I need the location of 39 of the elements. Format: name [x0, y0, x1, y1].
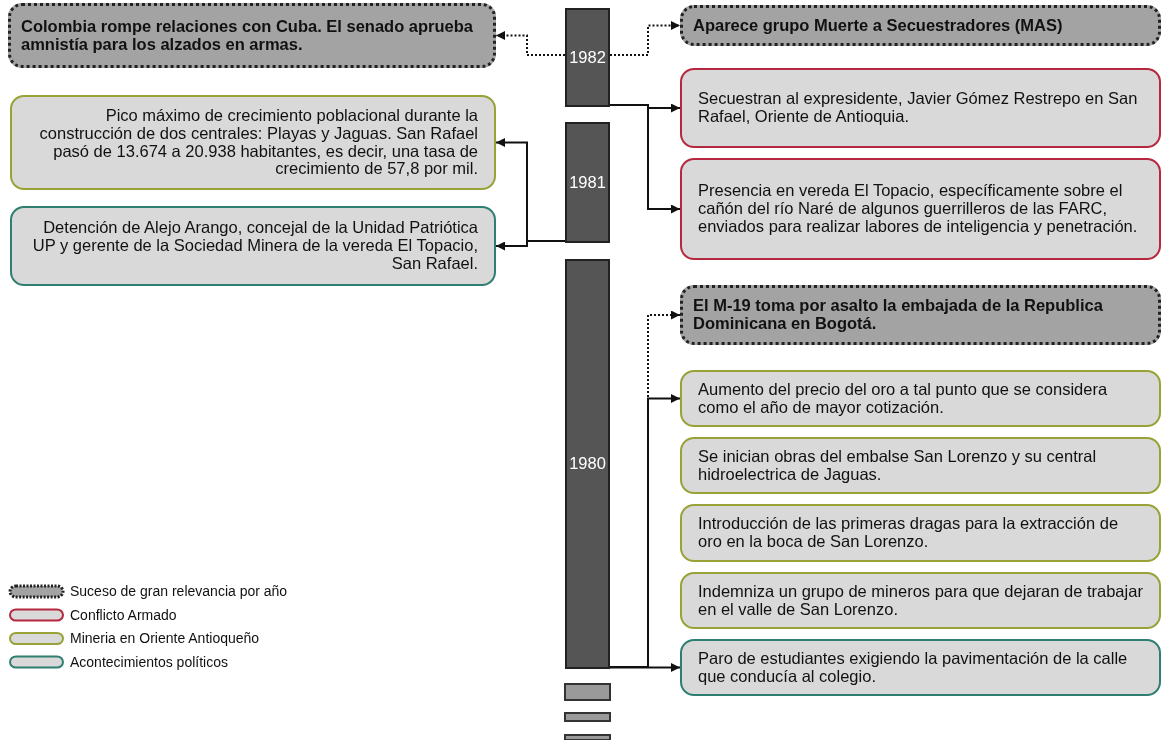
year-bar: [565, 8, 610, 107]
legend-label: Mineria en Oriente Antioqueño: [70, 630, 260, 646]
event-box: [10, 206, 496, 286]
year-label: 1980: [569, 455, 606, 473]
event-box: [680, 158, 1161, 260]
highlight-event-box: [8, 3, 496, 68]
event-text: Se inician obras del embalse San Lorenzo y su central hidroelectrica de Jaguas.: [698, 447, 1098, 484]
event-text: Detención de Alejo Arango, concejal de la Unidad Patriótica UP y gerente de la Sociedad Minera de la vereda El Topacio, San Rafael.: [31, 219, 478, 273]
event-box: [680, 370, 1161, 427]
legend-label: Conflicto Armado: [70, 606, 177, 623]
year-label: 1982: [569, 48, 606, 67]
year-label: 1981: [569, 173, 606, 192]
connector-arrow: [495, 31, 566, 56]
event-text: Colombia rompe relaciones con Cuba. El senado aprueba amnistía para los alzados en armas.: [21, 17, 475, 54]
highlight-event-box: [680, 285, 1161, 345]
event-text: Aparece grupo Muerte a Secuestradores (MAS): [693, 16, 1064, 35]
event-text: Aumento del precio del oro a tal punto que se considera como el año de mayor cotización.: [698, 380, 1109, 417]
connector-arrow: [609, 663, 681, 672]
event-box: [680, 68, 1161, 148]
event-box: [680, 572, 1161, 629]
event-box: [10, 95, 496, 190]
event-box: [680, 639, 1161, 696]
year-bar: [565, 122, 610, 243]
year-bar: [565, 259, 610, 669]
connector-arrow: [609, 104, 681, 214]
event-text: Presencia en vereda El Topacio, específicamente sobre el cañón del río Naré de algunos guerrilleros de las FARC, enviados para realizar labores de inteligencia y penetración.: [698, 182, 1139, 236]
connector-arrow: [495, 240, 566, 251]
event-text: Introducción de las primeras dragas para la extracción de oro en la boca de San Lorenzo.: [698, 515, 1120, 551]
event-text: El M-19 toma por asalto la embajada de la Republica Dominicana en Bogotá.: [693, 297, 1104, 333]
highlight-event-box: [680, 5, 1161, 46]
event-box: [680, 504, 1161, 562]
event-text: Secuestran al expresidente, Javier Gómez Restrepo en San Rafael, Oriente de Antioquia.: [698, 90, 1139, 126]
event-box: [680, 437, 1161, 494]
event-text: Indemniza un grupo de mineros para que dejaran de trabajar en el valle de San Lorenzo.: [698, 582, 1143, 619]
event-text: Paro de estudiantes exigiendo la pavimentación de la calle que conducía al colegio.: [698, 649, 1129, 686]
connector-arrow: [609, 394, 681, 668]
legend-label: Suceso de gran relevancia por año: [70, 583, 288, 599]
legend-label: Acontecimientos políticos: [70, 653, 228, 670]
event-text: Pico máximo de crecimiento poblacional durante la construcción de dos centrales: Playas y Jaguas. San Rafael pasó de 13.674 a 20.938 habitantes, es decir, una tasa de crecimiento de 57,8 por mil.: [38, 106, 478, 179]
